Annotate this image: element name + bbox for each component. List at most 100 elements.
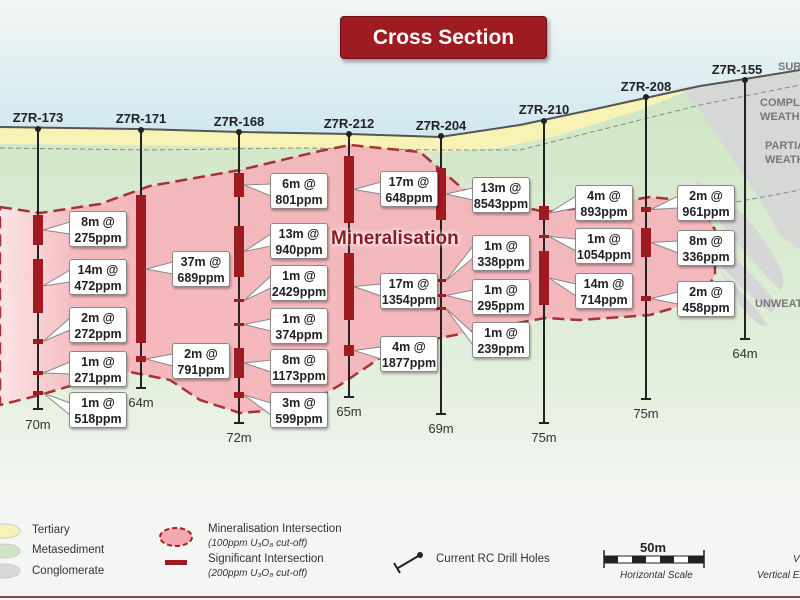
significant-intersection-bar xyxy=(234,392,244,398)
drill-hole-collar xyxy=(541,118,547,124)
intersection-width: 17m @ xyxy=(388,277,430,291)
intersection-width: 2m @ xyxy=(689,189,723,203)
legend-drill-hole-icon xyxy=(393,552,423,574)
intersection-width: 1m @ xyxy=(484,283,518,297)
intersection-width: 2m @ xyxy=(184,347,218,361)
intersection-callout: 6m @ 801ppm xyxy=(270,173,328,209)
intersection-grade: 1054ppm xyxy=(576,248,632,262)
intersection-callout: 1m @518ppm xyxy=(69,392,127,428)
drill-hole-depth: 64m xyxy=(128,395,154,410)
legend-conglomerate-swatch xyxy=(0,563,21,579)
intersection-grade: 338ppm xyxy=(477,255,525,269)
intersection-grade: 275ppm xyxy=(74,231,122,245)
drill-hole-name: Z7R-204 xyxy=(415,118,467,133)
scale-bar xyxy=(603,550,705,568)
zone-complete-weathering-label: COMPLEWEATH xyxy=(760,96,800,124)
significant-intersection-bar xyxy=(136,356,146,362)
intersection-callout: 1m @374ppm xyxy=(270,308,328,344)
intersection-width: 14m @ xyxy=(583,277,625,291)
drill-hole-depth: 65m xyxy=(336,404,362,419)
intersection-width: 8m @ xyxy=(689,234,723,248)
intersection-width: 8m @ xyxy=(81,215,115,229)
intersection-grade: 239ppm xyxy=(477,342,525,356)
significant-intersection-bar xyxy=(539,235,549,238)
intersection-callout: 17m @1354ppm xyxy=(380,273,438,309)
drill-hole-collar xyxy=(438,133,444,139)
intersection-width: 13m @ xyxy=(480,181,522,195)
intersection-callout: 1m @ 338ppm xyxy=(472,235,530,271)
intersection-callout: 8m @ 275ppm xyxy=(69,211,127,247)
intersection-callout: 3m @599ppm xyxy=(270,392,328,428)
significant-intersection-bar xyxy=(33,339,43,344)
weathering-boundary xyxy=(0,84,800,151)
intersection-width: 37m @ xyxy=(180,255,222,269)
intersection-callout: 1m @1054ppm xyxy=(575,228,633,264)
intersection-callout: 1m @ 2429ppm xyxy=(270,265,328,301)
intersection-grade: 336ppm xyxy=(682,250,730,264)
legend-mineralisation-swatch xyxy=(159,527,193,547)
intersection-grade: 801ppm xyxy=(275,193,323,207)
significant-intersection-bar xyxy=(641,207,651,212)
legend-metasediment: Metasediment xyxy=(32,544,105,556)
legend-significant-cutoff: (200ppm U₃O₈ cut-off) xyxy=(208,568,308,579)
drill-hole-name: Z7R-155 xyxy=(711,62,763,77)
intersection-callout: 14m @472ppm xyxy=(69,259,127,295)
significant-intersection-bar xyxy=(344,156,354,223)
scale-label: Horizontal Scale xyxy=(620,570,693,581)
intersection-grade: 714ppm xyxy=(580,293,628,307)
intersection-callout: 8m @ 336ppm xyxy=(677,230,735,266)
zone-text: WEATH xyxy=(765,154,800,166)
zone-partial-weathering-label: PARTIA WEATH xyxy=(765,139,800,167)
zone-unweathered-label: UNWEAT xyxy=(755,298,800,310)
significant-intersection-bar xyxy=(234,226,244,277)
intersection-callout: 1m @271ppm xyxy=(69,351,127,387)
intersection-width: 17m @ xyxy=(388,175,430,189)
significant-intersection-bar xyxy=(234,323,244,326)
intersection-grade: 458ppm xyxy=(682,301,730,315)
intersection-grade: 472ppm xyxy=(74,279,122,293)
significant-intersection-bar xyxy=(539,251,549,305)
drill-hole-depth: 64m xyxy=(732,346,758,361)
drill-hole-collar xyxy=(346,131,352,137)
surface-line xyxy=(0,69,800,139)
intersection-callout: 8m @1173ppm xyxy=(270,349,328,385)
intersection-callout: 1m @295ppm xyxy=(472,279,530,315)
intersection-callout: 4m @893ppm xyxy=(575,185,633,221)
significant-intersection-bar xyxy=(436,168,446,220)
intersection-callout: 2m @ 791ppm xyxy=(172,343,230,379)
intersection-callout: 13m @8543ppm xyxy=(472,177,530,213)
significant-intersection-bar xyxy=(344,253,354,320)
zone-text: PARTIA xyxy=(765,140,800,152)
intersection-width: 1m @ xyxy=(81,396,115,410)
zone-text: COMPLE xyxy=(760,97,800,109)
scale-value: 50m xyxy=(640,540,667,555)
intersection-grade: 961ppm xyxy=(682,205,730,219)
intersection-width: 1m @ xyxy=(484,326,518,340)
intersection-callout: 4m @1877ppm xyxy=(380,336,438,372)
intersection-width: 4m @ xyxy=(392,340,426,354)
intersection-width: 1m @ xyxy=(484,239,518,253)
legend-mineralisation: Mineralisation Intersection xyxy=(208,523,342,535)
significant-intersection-bar xyxy=(234,299,244,302)
intersection-width: 1m @ xyxy=(282,269,316,283)
drill-hole-depth: 75m xyxy=(633,406,659,421)
significant-intersection-bar xyxy=(436,294,446,297)
intersection-grade: 271ppm xyxy=(74,371,122,385)
legend-drill-holes: Current RC Drill Holes xyxy=(436,553,550,565)
intersection-grade: 791ppm xyxy=(177,363,225,377)
legend-tertiary-swatch xyxy=(0,523,21,539)
drill-hole-depth: 72m xyxy=(226,430,252,445)
legend-significant-swatch xyxy=(165,560,187,565)
drill-hole-name: Z7R-168 xyxy=(213,114,265,129)
drill-hole-collar xyxy=(742,77,748,83)
significant-intersection-bar xyxy=(641,296,651,301)
intersection-width: 6m @ xyxy=(282,177,316,191)
intersection-grade: 648ppm xyxy=(385,191,433,205)
significant-intersection-bar xyxy=(539,206,549,220)
drill-hole-depth: 75m xyxy=(531,430,557,445)
drill-hole-depth: 69m xyxy=(428,421,454,436)
intersection-callout: 2m @458ppm xyxy=(677,281,735,317)
legend-metasediment-swatch xyxy=(0,543,21,559)
intersection-grade: 2429ppm xyxy=(271,285,327,299)
intersection-grade: 272ppm xyxy=(74,327,122,341)
